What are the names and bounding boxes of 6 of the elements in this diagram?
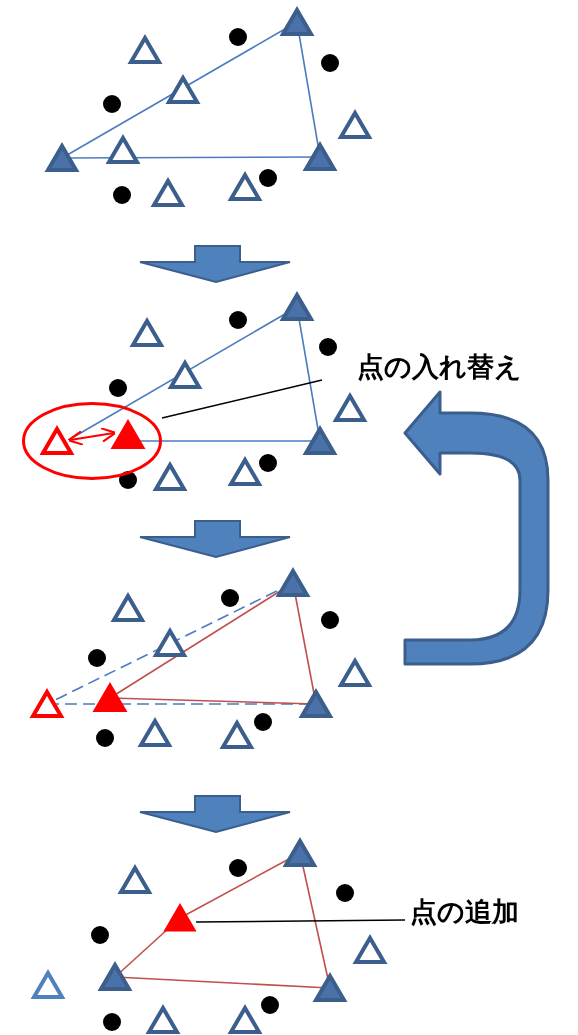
leader-line bbox=[195, 919, 406, 923]
triangle-marker bbox=[164, 904, 196, 932]
annotation-text: 点の入れ替え bbox=[357, 352, 522, 382]
annotation-text: 点の追加 bbox=[410, 897, 519, 927]
leader-line bbox=[161, 379, 323, 419]
ellipse-outline bbox=[22, 402, 162, 480]
